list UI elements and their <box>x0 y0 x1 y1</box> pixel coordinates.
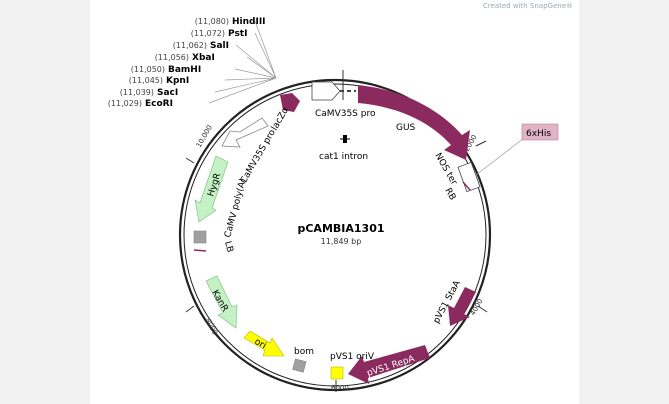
feature-lb-mark[interactable] <box>193 249 207 252</box>
snapgene-credit: Created with SnapGene® <box>482 2 573 10</box>
feature-camv35s-left-arrow[interactable] <box>221 117 269 148</box>
site-num: (11,080) <box>195 17 229 26</box>
site-num: (11,056) <box>155 53 189 62</box>
site-name: SalI <box>210 41 229 51</box>
site-saci[interactable]: (11,039) SacI <box>120 88 178 98</box>
site-hindiii[interactable]: (11,080) HindIII <box>195 17 266 27</box>
site-name: KpnI <box>166 76 189 86</box>
site-sali[interactable]: (11,062) SalI <box>173 41 229 51</box>
plasmid-backbone <box>178 78 492 392</box>
feature-hygr-label: HygR <box>206 172 223 198</box>
tick-label-10000: 10,000 <box>195 124 214 149</box>
feature-bom-label: bom <box>294 347 314 357</box>
feature-ori-arrow[interactable] <box>243 330 285 357</box>
plasmid-name: pCAMBIA1301 <box>297 222 384 235</box>
site-name: XbaI <box>192 53 215 63</box>
site-num: (11,050) <box>131 65 165 74</box>
feature-camv35s-top-arrow[interactable] <box>311 81 341 101</box>
tick-10000 <box>185 157 195 164</box>
site-num: (11,062) <box>173 41 207 50</box>
feature-cat1-label: cat1 intron <box>319 152 368 162</box>
feature-polya-label: CaMV poly(A) <box>223 177 248 238</box>
feature-rb-mark <box>462 181 471 191</box>
feature-camv35s-top-label: CaMV35S pro <box>315 109 376 119</box>
tick-8000 <box>185 305 195 313</box>
site-name: BamHI <box>168 65 201 75</box>
tick-4000 <box>477 305 488 313</box>
feature-lb-label: LB <box>222 240 235 253</box>
feature-oriv-box[interactable] <box>330 366 344 380</box>
left-margin <box>0 0 90 404</box>
site-name: EcoRI <box>145 99 173 109</box>
site-name: SacI <box>157 88 178 98</box>
site-kpni[interactable]: (11,045) KpnI <box>129 76 189 86</box>
feature-nos-label: NOS ter <box>432 152 458 188</box>
site-name: HindIII <box>232 17 266 27</box>
his-leader <box>475 137 525 176</box>
plasmid-backbone-inner <box>183 83 487 387</box>
feature-rb-label: RB <box>442 187 457 203</box>
feature-bom-box[interactable] <box>292 358 307 373</box>
tick-label-8000: 8000 <box>203 317 219 336</box>
tick-label-6000: 6000 <box>331 384 349 392</box>
plasmid-size: 11,849 bp <box>321 237 362 246</box>
map-canvas <box>90 0 579 404</box>
feature-gus-label: GUS <box>396 123 416 133</box>
site-name: PstI <box>228 29 247 39</box>
right-margin <box>579 0 669 404</box>
feature-kanr-arrow[interactable] <box>205 275 238 329</box>
feature-polya-box[interactable] <box>193 230 207 244</box>
feature-staa-arrow[interactable] <box>448 287 476 326</box>
site-ecori[interactable]: (11,029) EcoRI <box>108 99 173 109</box>
feature-lacza-label: lacZα <box>270 106 291 133</box>
feature-repa-arrow[interactable] <box>348 345 430 384</box>
tick-2000 <box>475 140 487 147</box>
feature-gus-arrow[interactable] <box>358 85 470 160</box>
feature-lacza-arrow[interactable] <box>280 93 300 112</box>
feature-6xhis-label: 6xHis <box>526 129 551 139</box>
site-psti[interactable]: (11,072) PstI <box>191 29 248 39</box>
feature-6xhis-box[interactable] <box>521 123 559 141</box>
site-num: (11,072) <box>191 29 225 38</box>
feature-nos-box[interactable] <box>457 161 481 193</box>
feature-hygr-arrow[interactable] <box>194 155 229 223</box>
site-num: (11,045) <box>129 76 163 85</box>
site-leader-lines <box>208 20 277 104</box>
site-bamhi[interactable]: (11,050) BamHI <box>131 65 201 75</box>
site-xbai[interactable]: (11,056) XbaI <box>155 53 215 63</box>
site-num: (11,029) <box>108 99 142 108</box>
feature-oriv-label: pVS1 oriV <box>330 352 375 362</box>
site-num: (11,039) <box>120 88 154 97</box>
